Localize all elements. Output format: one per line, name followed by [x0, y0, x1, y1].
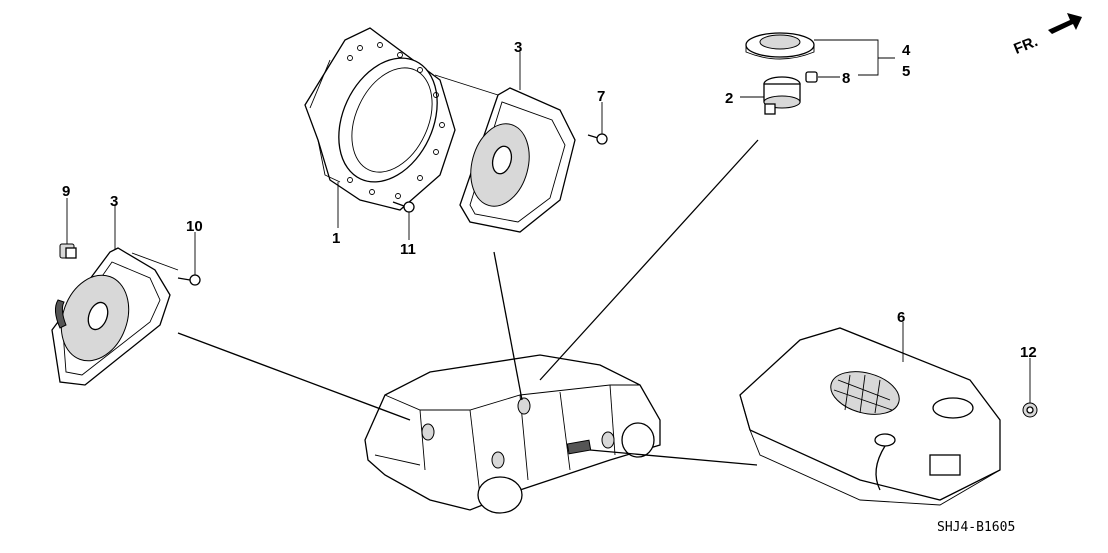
upper-speaker [459, 87, 576, 233]
clip-9 [59, 243, 77, 259]
nut-12 [1022, 402, 1038, 418]
screw-10 [177, 274, 201, 286]
callout-2: 2 [725, 90, 733, 107]
callout-5: 5 [902, 63, 910, 80]
callout-3-upper: 3 [514, 39, 522, 56]
vehicle-outline [364, 354, 661, 514]
leader-lines [66, 39, 1031, 466]
tweeter-cover-4-5 [745, 32, 815, 60]
speaker-bracket-1 [304, 27, 456, 211]
callout-10: 10 [186, 218, 203, 235]
tweeter-unit-2 [763, 76, 801, 115]
callout-3-left: 3 [110, 193, 118, 210]
left-door-speaker [51, 247, 171, 386]
subwoofer-unit-6 [739, 327, 1001, 506]
callout-1: 1 [332, 230, 340, 247]
clip-8 [805, 71, 818, 83]
front-arrow-icon [1048, 13, 1082, 34]
callout-9: 9 [62, 183, 70, 200]
callouts: 1 2 3 3 4 5 6 7 8 9 10 11 12 [62, 39, 1037, 361]
callout-6: 6 [897, 309, 905, 326]
callout-7: 7 [597, 88, 605, 105]
front-direction-indicator: FR. [1011, 13, 1082, 58]
callout-11: 11 [400, 241, 416, 258]
drawing-code: SHJ4-B1605 [937, 520, 1015, 535]
callout-12: 12 [1020, 344, 1037, 361]
callout-4: 4 [902, 42, 911, 59]
bracket-holes [347, 42, 445, 199]
screw-7 [587, 133, 608, 145]
front-direction-label: FR. [1011, 33, 1040, 58]
subwoofer-grille [833, 374, 893, 414]
callout-8: 8 [842, 70, 850, 87]
